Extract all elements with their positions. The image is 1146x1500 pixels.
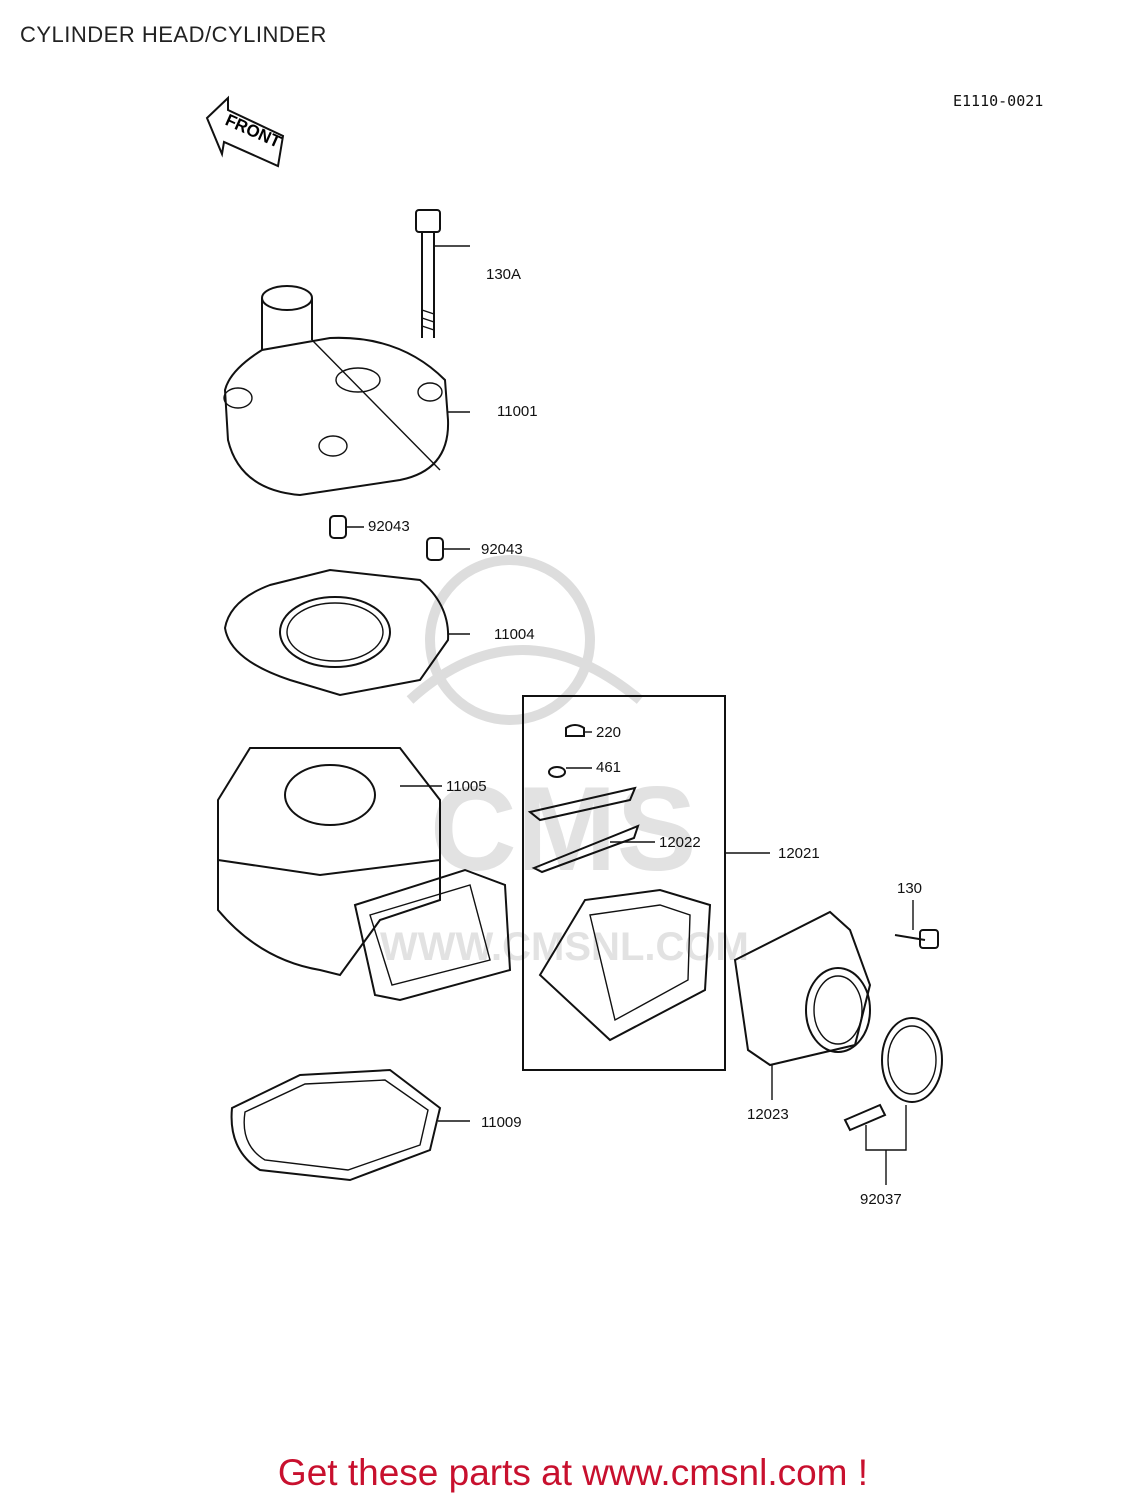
dowel-pins-92043 [329, 515, 470, 561]
head-gasket-11004 [223, 568, 470, 697]
clamp-92037 [843, 1017, 943, 1185]
diagram-code: E1110-0021 [953, 92, 1044, 110]
bolt-130 [894, 900, 939, 949]
part-label-92037[interactable]: 92037 [860, 1191, 902, 1208]
part-label-11004[interactable]: 11004 [494, 626, 535, 643]
part-label-11001[interactable]: 11001 [497, 403, 538, 420]
reed-petals-12022 [527, 786, 712, 1042]
part-label-92043-b[interactable]: 92043 [481, 541, 523, 558]
part-label-130[interactable]: 130 [897, 880, 923, 897]
diagram-title: CYLINDER HEAD/CYLINDER [20, 22, 327, 47]
part-label-130a[interactable]: 130A [486, 266, 522, 283]
footer-link[interactable]: Get these parts at www.cmsnl.com ! [277, 1452, 869, 1493]
cylinder-11005 [217, 747, 512, 1002]
washer-461 [548, 766, 592, 778]
screw-220 [565, 724, 592, 737]
part-label-92043-a[interactable]: 92043 [368, 518, 410, 535]
bolt-130a [415, 209, 470, 338]
front-arrow-icon: FRONT [205, 95, 284, 168]
part-label-220[interactable]: 220 [596, 724, 622, 741]
cylinder-head-11001 [223, 285, 470, 497]
part-label-11005[interactable]: 11005 [446, 778, 487, 795]
intake-manifold-12023 [733, 910, 872, 1100]
reed-valve-box-12021 [522, 695, 770, 1071]
part-label-12022[interactable]: 12022 [659, 834, 701, 851]
part-label-461[interactable]: 461 [596, 759, 622, 776]
base-gasket-11009 [230, 1068, 470, 1182]
watermark-url-text: WWW.CMSNL.COM [380, 925, 749, 969]
part-label-12021[interactable]: 12021 [778, 845, 820, 862]
watermark-logo: CMS WWW.CMSNL.COM [380, 555, 749, 969]
part-label-12023[interactable]: 12023 [747, 1106, 789, 1123]
part-label-11009[interactable]: 11009 [481, 1114, 522, 1131]
